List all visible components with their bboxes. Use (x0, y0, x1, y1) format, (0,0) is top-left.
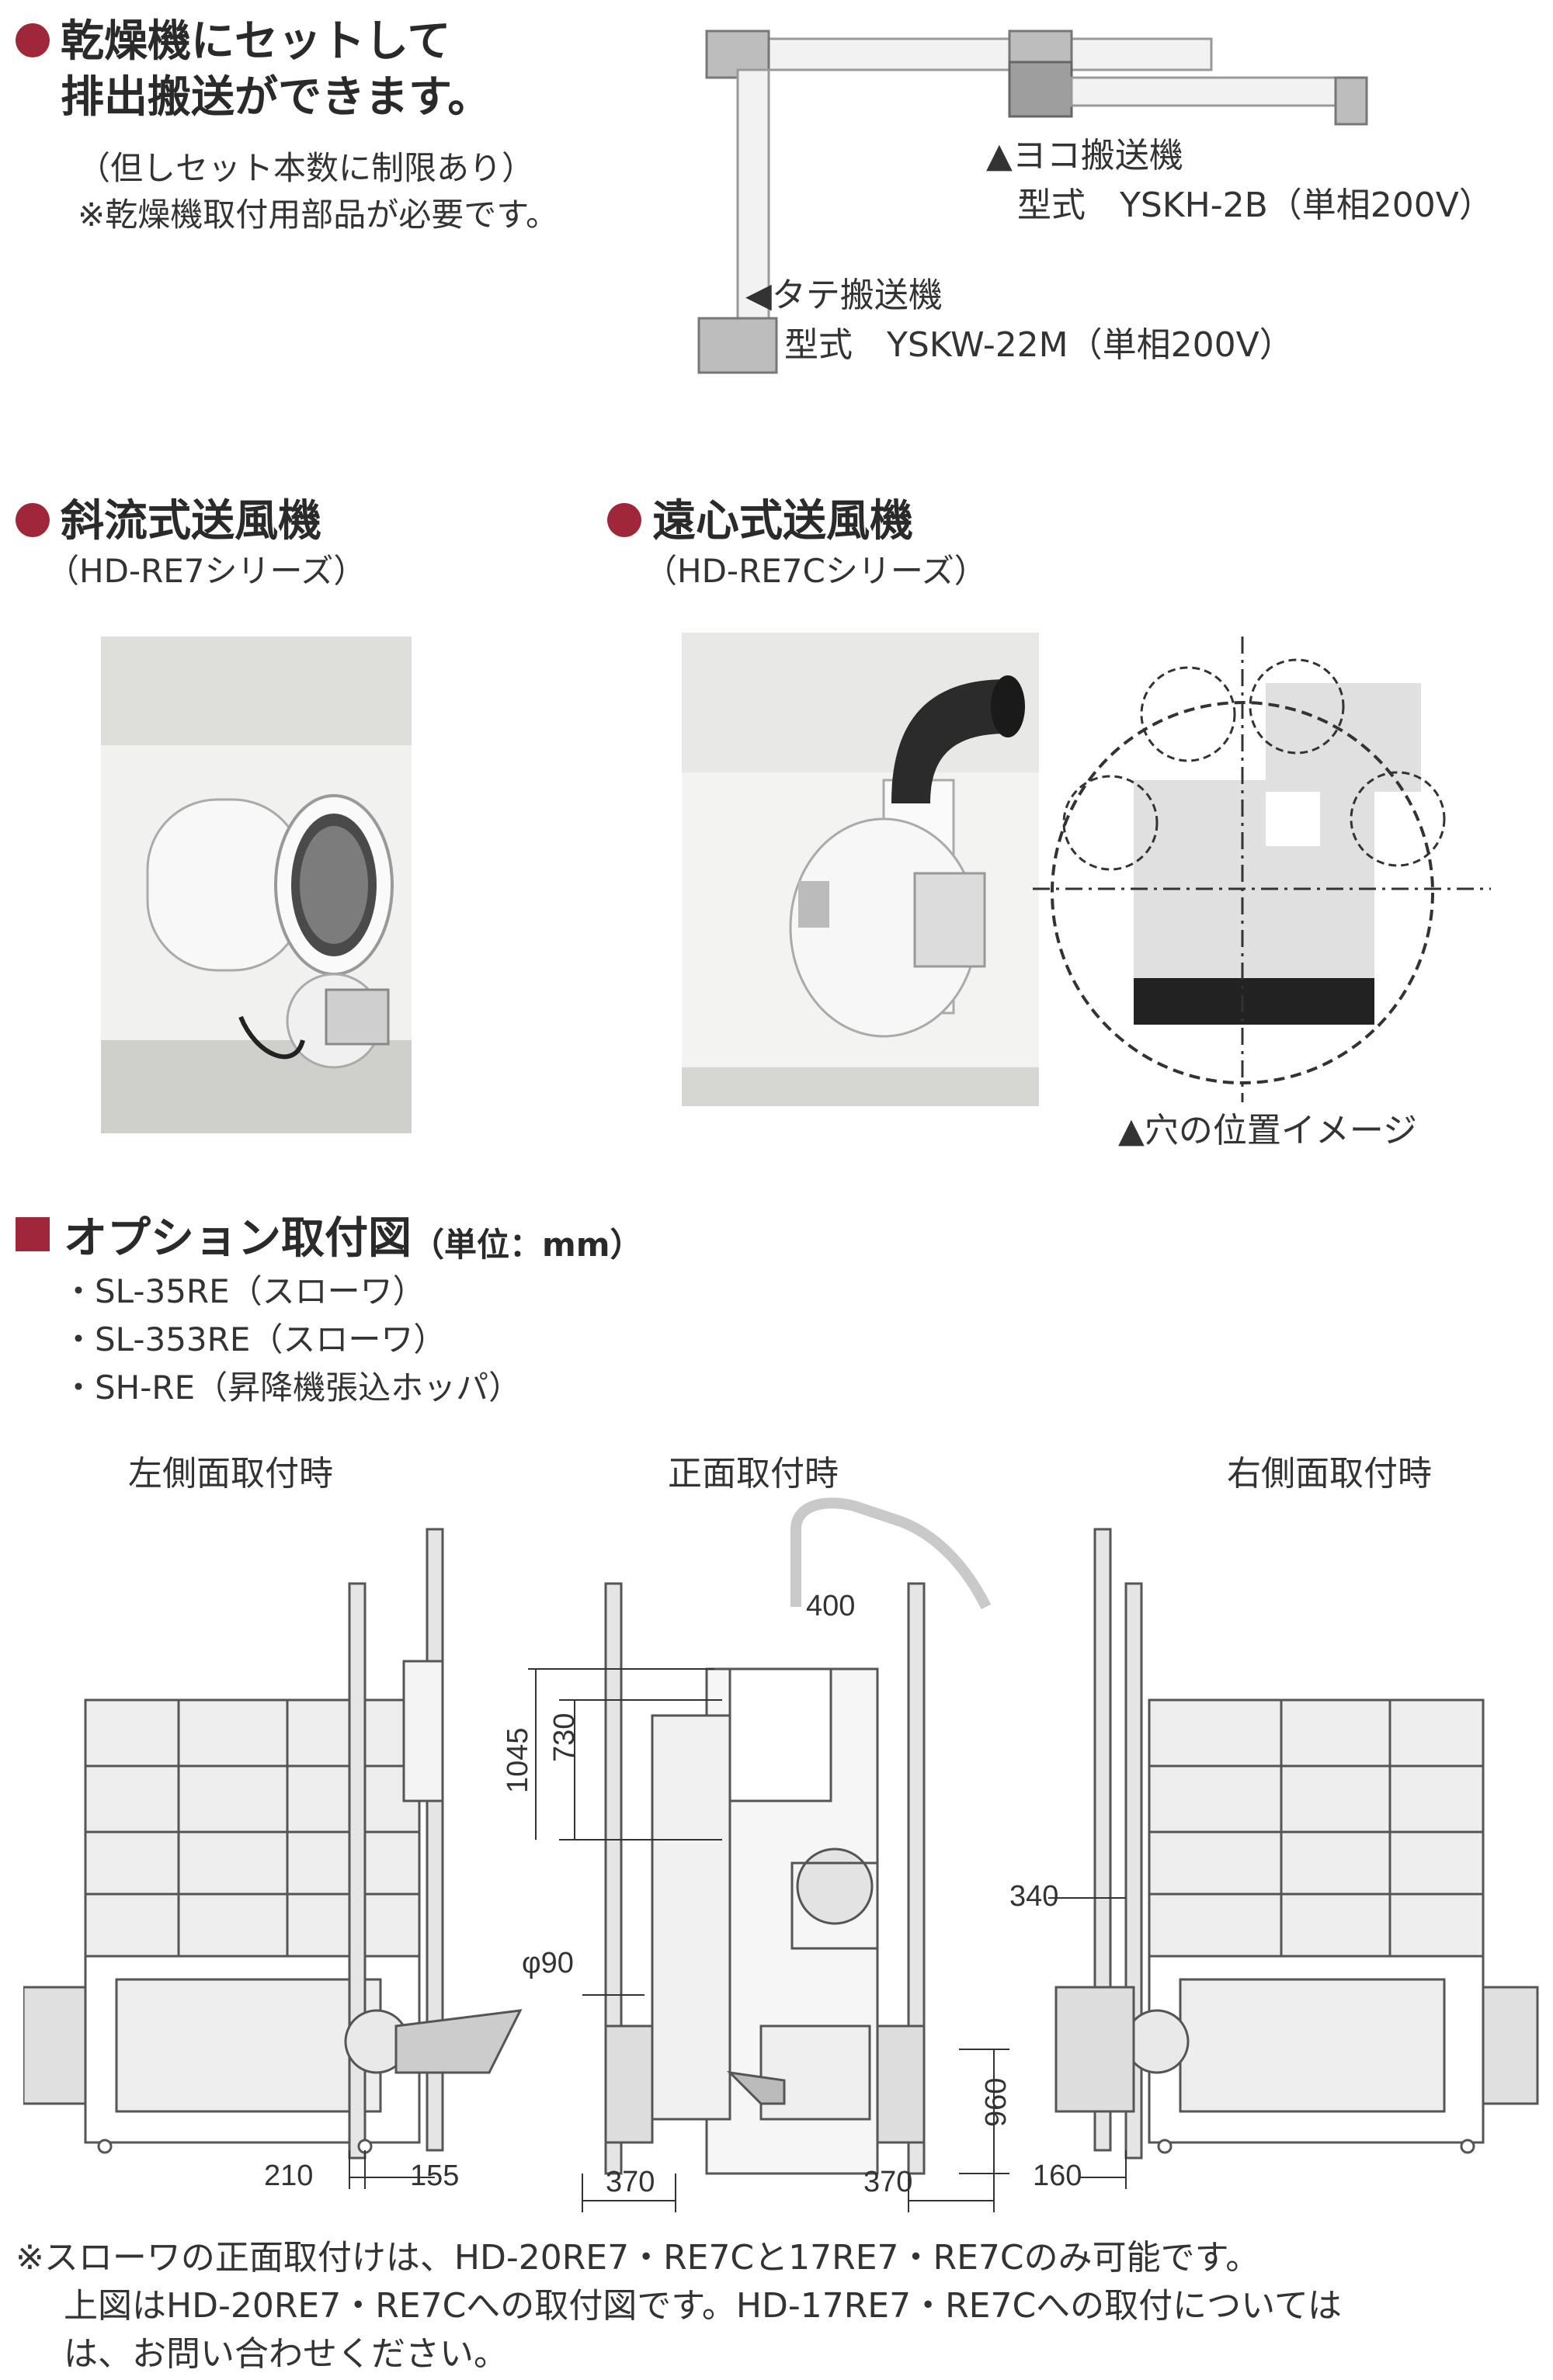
diagonal-fan-photo (101, 637, 412, 1133)
footnote-line-1: ※スローワの正面取付けは、HD-20RE7・RE7Cと17RE7・RE7Cのみ可… (16, 2238, 1260, 2278)
conveyor-heading-line2: 排出搬送ができます。 (61, 72, 492, 123)
dim-1045: 1045 (502, 1727, 534, 1793)
view-right-label: 右側面取付時 (1227, 1454, 1432, 1494)
dim-730: 730 (548, 1712, 581, 1762)
front-drawing (528, 1497, 1009, 2212)
conveyor-heading: 乾燥機にセットして 排出搬送ができます。 (16, 14, 491, 126)
option-heading: オプション取付図 （単位：mm） (16, 1211, 643, 1273)
view-front-label: 正面取付時 (668, 1454, 839, 1494)
bullet-icon (16, 503, 50, 537)
bullet-icon (16, 23, 50, 57)
view-left-label: 左側面取付時 (128, 1454, 333, 1494)
dim-370-left: 370 (606, 2166, 655, 2198)
dim-155: 155 (410, 2160, 460, 2192)
square-bullet-icon (16, 1217, 50, 1251)
dim-phi90: φ90 (522, 1947, 574, 1979)
hole-position-caption: ▲穴の位置イメージ (1118, 1111, 1417, 1150)
dim-400: 400 (806, 1590, 856, 1622)
bullet-icon (607, 503, 641, 537)
fan1-heading: 斜流式送風機 (16, 494, 321, 550)
dim-340: 340 (1009, 1880, 1059, 1913)
conveyor-note-1: （但しセット本数に制限あり） (78, 149, 535, 187)
fan2-series: （HD-RE7Cシリーズ） (644, 552, 987, 590)
option-unit: （単位：mm） (412, 1226, 643, 1264)
option-item-1: ・SL-35RE（スローワ） (62, 1272, 426, 1310)
hole-position-diagram (1033, 637, 1491, 1102)
dim-160: 160 (1033, 2160, 1082, 2192)
option-item-3: ・SH-RE（昇降機張込ホッパ） (62, 1369, 522, 1407)
conveyor-note-2: ※乾燥機取付用部品が必要です。 (78, 196, 558, 234)
centrifugal-fan-photo (682, 633, 1039, 1106)
left-side-drawing (23, 1528, 523, 2189)
tate-conveyor-model: 型式 YSKW-22M（単相200V） (784, 325, 1294, 365)
yoko-conveyor-model: 型式 YSKH-2B（単相200V） (1017, 186, 1493, 225)
dim-210: 210 (264, 2160, 314, 2192)
footnote-line-2: 上図はHD-20RE7・RE7Cへの取付図です。HD-17RE7・RE7Cへの取… (64, 2286, 1342, 2326)
yoko-conveyor-name: ▲ヨコ搬送機 (986, 136, 1183, 175)
dim-960: 960 (980, 2077, 1013, 2127)
option-item-2: ・SL-353RE（スローワ） (62, 1320, 446, 1358)
conveyor-illustration (697, 29, 1368, 374)
conveyor-heading-line1: 乾燥機にセットして (61, 16, 451, 67)
fan2-title: 遠心式送風機 (652, 496, 913, 546)
option-title: オプション取付図 (64, 1213, 412, 1264)
fan1-series: （HD-RE7シリーズ） (47, 552, 367, 590)
fan2-heading: 遠心式送風機 (607, 494, 913, 550)
dim-370-right: 370 (863, 2166, 913, 2198)
tate-conveyor-name: ◀タテ搬送機 (745, 276, 943, 315)
right-side-drawing (1048, 1528, 1539, 2189)
footnote-line-3: は、お問い合わせください。 (64, 2334, 508, 2374)
fan1-title: 斜流式送風機 (61, 496, 321, 546)
